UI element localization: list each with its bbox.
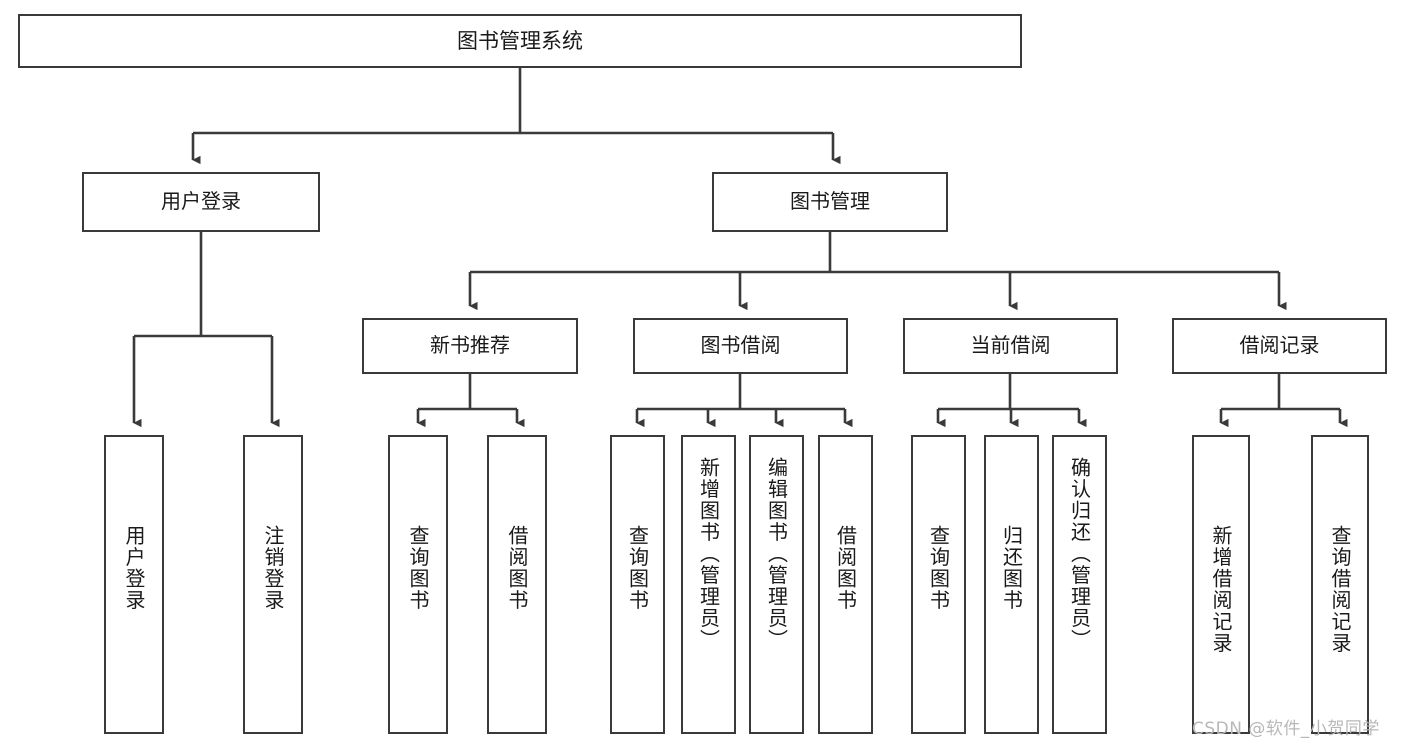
node-leaf-return-book-label: 归还图书 xyxy=(999,525,1024,611)
node-leaf-user-login-label: 用户登录 xyxy=(122,525,146,611)
node-current-borrow[interactable]: 当前借阅 xyxy=(903,318,1118,374)
node-leaf-add-book[interactable]: 新增图书（管理员） xyxy=(681,435,736,734)
node-leaf-edit-book[interactable]: 编辑图书（管理员） xyxy=(749,435,804,734)
node-leaf-query-record-label: 查询借阅记录 xyxy=(1328,525,1352,654)
edge-group-new-book-rec xyxy=(416,374,525,428)
edge-group-book-manage xyxy=(468,232,1287,311)
node-book-manage[interactable]: 图书管理 xyxy=(712,172,948,232)
node-current-borrow-label: 当前借阅 xyxy=(970,333,1051,358)
node-leaf-confirm-return-label: 确认归还（管理员） xyxy=(1067,457,1092,651)
node-leaf-query-record[interactable]: 查询借阅记录 xyxy=(1311,435,1369,734)
node-leaf-query-book-1[interactable]: 查询图书 xyxy=(388,435,448,734)
node-leaf-borrow-book-2[interactable]: 借阅图书 xyxy=(818,435,873,734)
node-leaf-borrow-book-1-label: 借阅图书 xyxy=(505,525,529,611)
node-leaf-user-login[interactable]: 用户登录 xyxy=(104,435,164,734)
node-leaf-logout[interactable]: 注销登录 xyxy=(243,435,303,734)
edge-group-current-borrow xyxy=(936,374,1087,428)
node-leaf-borrow-book-2-label: 借阅图书 xyxy=(833,525,858,611)
node-root-label: 图书管理系统 xyxy=(457,28,583,53)
node-user-login-label: 用户登录 xyxy=(161,189,241,214)
node-book-borrow-label: 图书借阅 xyxy=(700,333,781,358)
node-borrow-record[interactable]: 借阅记录 xyxy=(1172,318,1387,374)
node-book-borrow[interactable]: 图书借阅 xyxy=(633,318,848,374)
node-borrow-record-label: 借阅记录 xyxy=(1239,333,1320,358)
node-leaf-add-book-label: 新增图书（管理员） xyxy=(696,457,721,651)
node-leaf-query-book-3[interactable]: 查询图书 xyxy=(911,435,966,734)
node-book-manage-label: 图书管理 xyxy=(790,189,870,214)
node-leaf-query-book-1-label: 查询图书 xyxy=(406,525,430,611)
node-leaf-add-record-label: 新增借阅记录 xyxy=(1209,525,1233,654)
edge-group-user-login xyxy=(132,232,280,428)
node-leaf-query-book-2[interactable]: 查询图书 xyxy=(610,435,665,734)
node-root[interactable]: 图书管理系统 xyxy=(18,14,1022,68)
node-leaf-query-book-3-label: 查询图书 xyxy=(926,525,951,611)
edge-group-borrow-record xyxy=(1219,374,1348,428)
node-new-book-rec-label: 新书推荐 xyxy=(430,333,510,358)
node-leaf-add-record[interactable]: 新增借阅记录 xyxy=(1192,435,1250,734)
edge-group-book-borrow xyxy=(635,374,853,428)
node-new-book-rec[interactable]: 新书推荐 xyxy=(362,318,578,374)
node-leaf-logout-label: 注销登录 xyxy=(261,525,285,611)
node-leaf-edit-book-label: 编辑图书（管理员） xyxy=(764,457,789,651)
node-leaf-confirm-return[interactable]: 确认归还（管理员） xyxy=(1052,435,1107,734)
node-leaf-return-book[interactable]: 归还图书 xyxy=(984,435,1039,734)
node-leaf-query-book-2-label: 查询图书 xyxy=(625,525,650,611)
node-leaf-borrow-book-1[interactable]: 借阅图书 xyxy=(487,435,547,734)
node-user-login[interactable]: 用户登录 xyxy=(82,172,320,232)
edge-group-root xyxy=(191,68,841,165)
